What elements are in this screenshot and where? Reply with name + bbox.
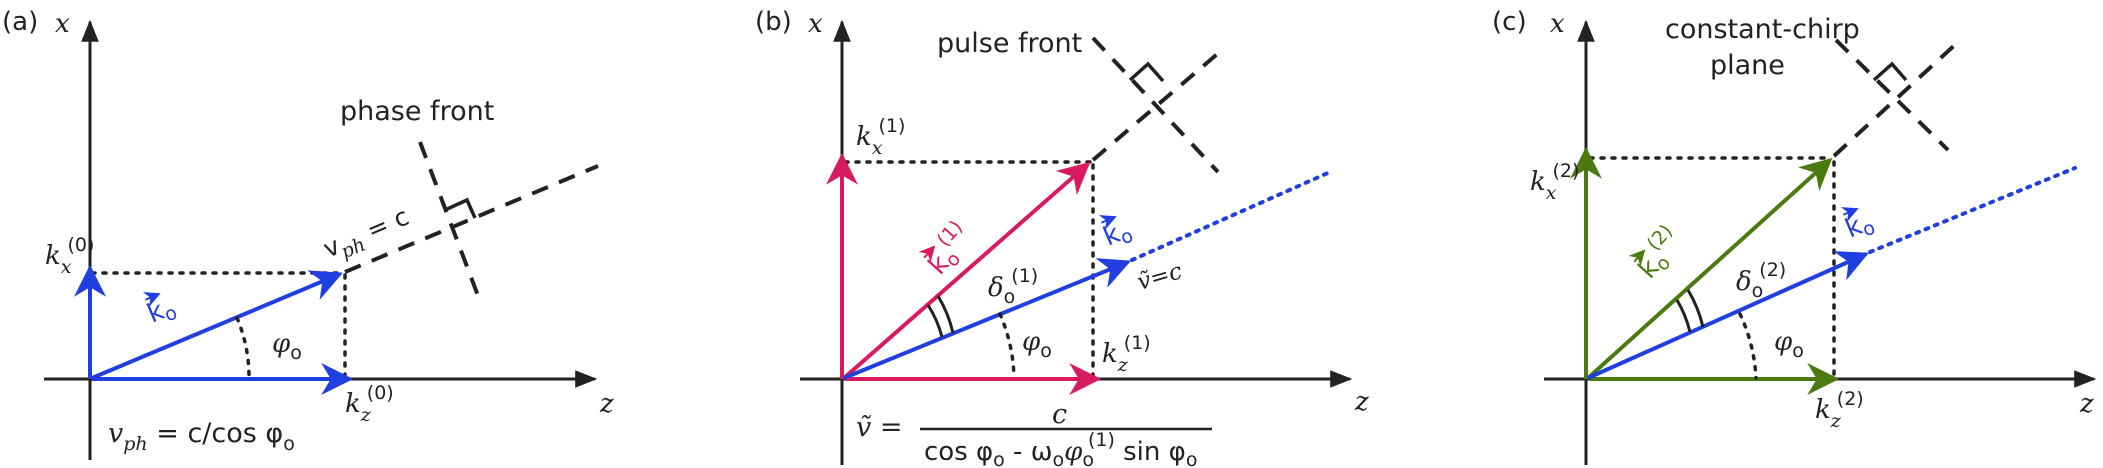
panel-b-delta-arc-outer xyxy=(936,295,955,334)
panel-b-k1-label: ko(1) xyxy=(916,216,982,282)
panel-a-formula: vph = c/cos φo xyxy=(108,418,295,455)
svg-text:ko(1): ko(1) xyxy=(916,216,982,282)
panel-b-kz-label: kz(1) xyxy=(1102,332,1151,376)
panel-b-formula-denominator: cos φo - ωoφo(1) sin φo xyxy=(924,429,1197,468)
panel-c-front-label-line2: plane xyxy=(1710,50,1785,81)
panel-c-propagation-dashed xyxy=(1832,40,1960,158)
panel-b-k1-vector xyxy=(842,161,1091,380)
panel-a-front-label: phase front xyxy=(340,96,494,127)
panel-c-angle-arc xyxy=(1738,312,1758,380)
panel-b-x-axis-label: x xyxy=(808,9,823,39)
panel-b-label: (b) xyxy=(755,7,792,37)
panel-a-phase-front-line xyxy=(418,141,482,302)
panel-b-formula: ṽ = c cos φo - ωoφo(1) sin φo xyxy=(856,399,1212,468)
panel-a-k0-vector xyxy=(91,270,343,380)
panel-b-angle-label: φo xyxy=(1022,327,1052,362)
panel-b-delta-label: δo(1) xyxy=(988,265,1038,308)
panel-b-kx-label: kx(1) xyxy=(856,115,905,159)
panel-c-k2-label: ko(2) xyxy=(1626,220,1692,286)
panel-c-right-angle-mark xyxy=(1872,61,1908,82)
panel-c-delta-label: δo(2) xyxy=(1736,259,1786,302)
panel-b-delta-arc-inner xyxy=(926,304,944,338)
panel-a-right-angle-mark xyxy=(444,197,477,219)
panel-a-x-axis-label: x xyxy=(55,9,70,39)
panel-a-k0-label: ko xyxy=(142,292,180,329)
panel-c-k0-vector xyxy=(1587,251,1869,380)
panel-c-x-axis-label: x xyxy=(1550,9,1565,39)
panel-b-angle-arc xyxy=(998,312,1016,380)
panel-c-angle-label: φo xyxy=(1774,327,1804,362)
panel-b-z-axis-label: z xyxy=(1354,387,1369,417)
panel-a: (a) x z phase front kx(0) kz(0) ko vph =… xyxy=(2,7,614,460)
panel-c-kx-label: kx(2) xyxy=(1530,160,1579,204)
panel-a-vph-label: vph = c xyxy=(319,202,415,269)
panel-a-kx-label: kx(0) xyxy=(45,234,94,278)
panel-b-formula-numerator: c xyxy=(1052,399,1067,430)
panel-c-delta-arc-inner xyxy=(1675,299,1692,333)
panel-c-front-label-line1: constant-chirp xyxy=(1665,14,1860,45)
panel-b-pulse-front-line xyxy=(1091,36,1220,174)
panel-c-label: (c) xyxy=(1492,7,1527,37)
panel-c-z-axis-label: z xyxy=(2079,389,2094,419)
panel-b-k0-vector xyxy=(843,258,1131,380)
panel-a-propagation-dashed xyxy=(344,164,599,274)
panel-b-formula-lhs: ṽ = xyxy=(856,412,902,443)
panel-b: (b) x z pulse front kx(1) kz(1) ko(1) xyxy=(755,7,1369,468)
panel-c-k0-label: ko xyxy=(1840,207,1878,244)
panel-a-z-axis-label: z xyxy=(599,389,614,419)
panel-c-k0-extension xyxy=(1868,166,2077,254)
panel-a-label: (a) xyxy=(2,7,38,37)
panel-c-chirp-plane-line xyxy=(1834,38,1950,152)
panel-c-k2-vector xyxy=(1586,157,1833,380)
panel-b-front-label: pulse front xyxy=(937,28,1082,59)
svg-text:ko(2): ko(2) xyxy=(1626,220,1692,286)
panel-b-k0-label: ko xyxy=(1098,215,1136,252)
panel-b-right-angle-mark xyxy=(1128,61,1165,83)
panel-c-delta-arc-outer xyxy=(1686,289,1705,328)
panel-b-k0-extension xyxy=(1130,170,1332,262)
panel-a-angle-label: φo xyxy=(272,329,302,364)
panel-a-kz-label: kz(0) xyxy=(345,382,394,426)
panel-a-angle-arc xyxy=(235,316,251,380)
panel-c-kz-label: kz(2) xyxy=(1815,388,1864,432)
panel-b-vtilde-label: ṽ=c xyxy=(1134,258,1185,295)
panel-c: (c) x z constant-chirp plane kx(2) kz(2)… xyxy=(1492,7,2097,465)
